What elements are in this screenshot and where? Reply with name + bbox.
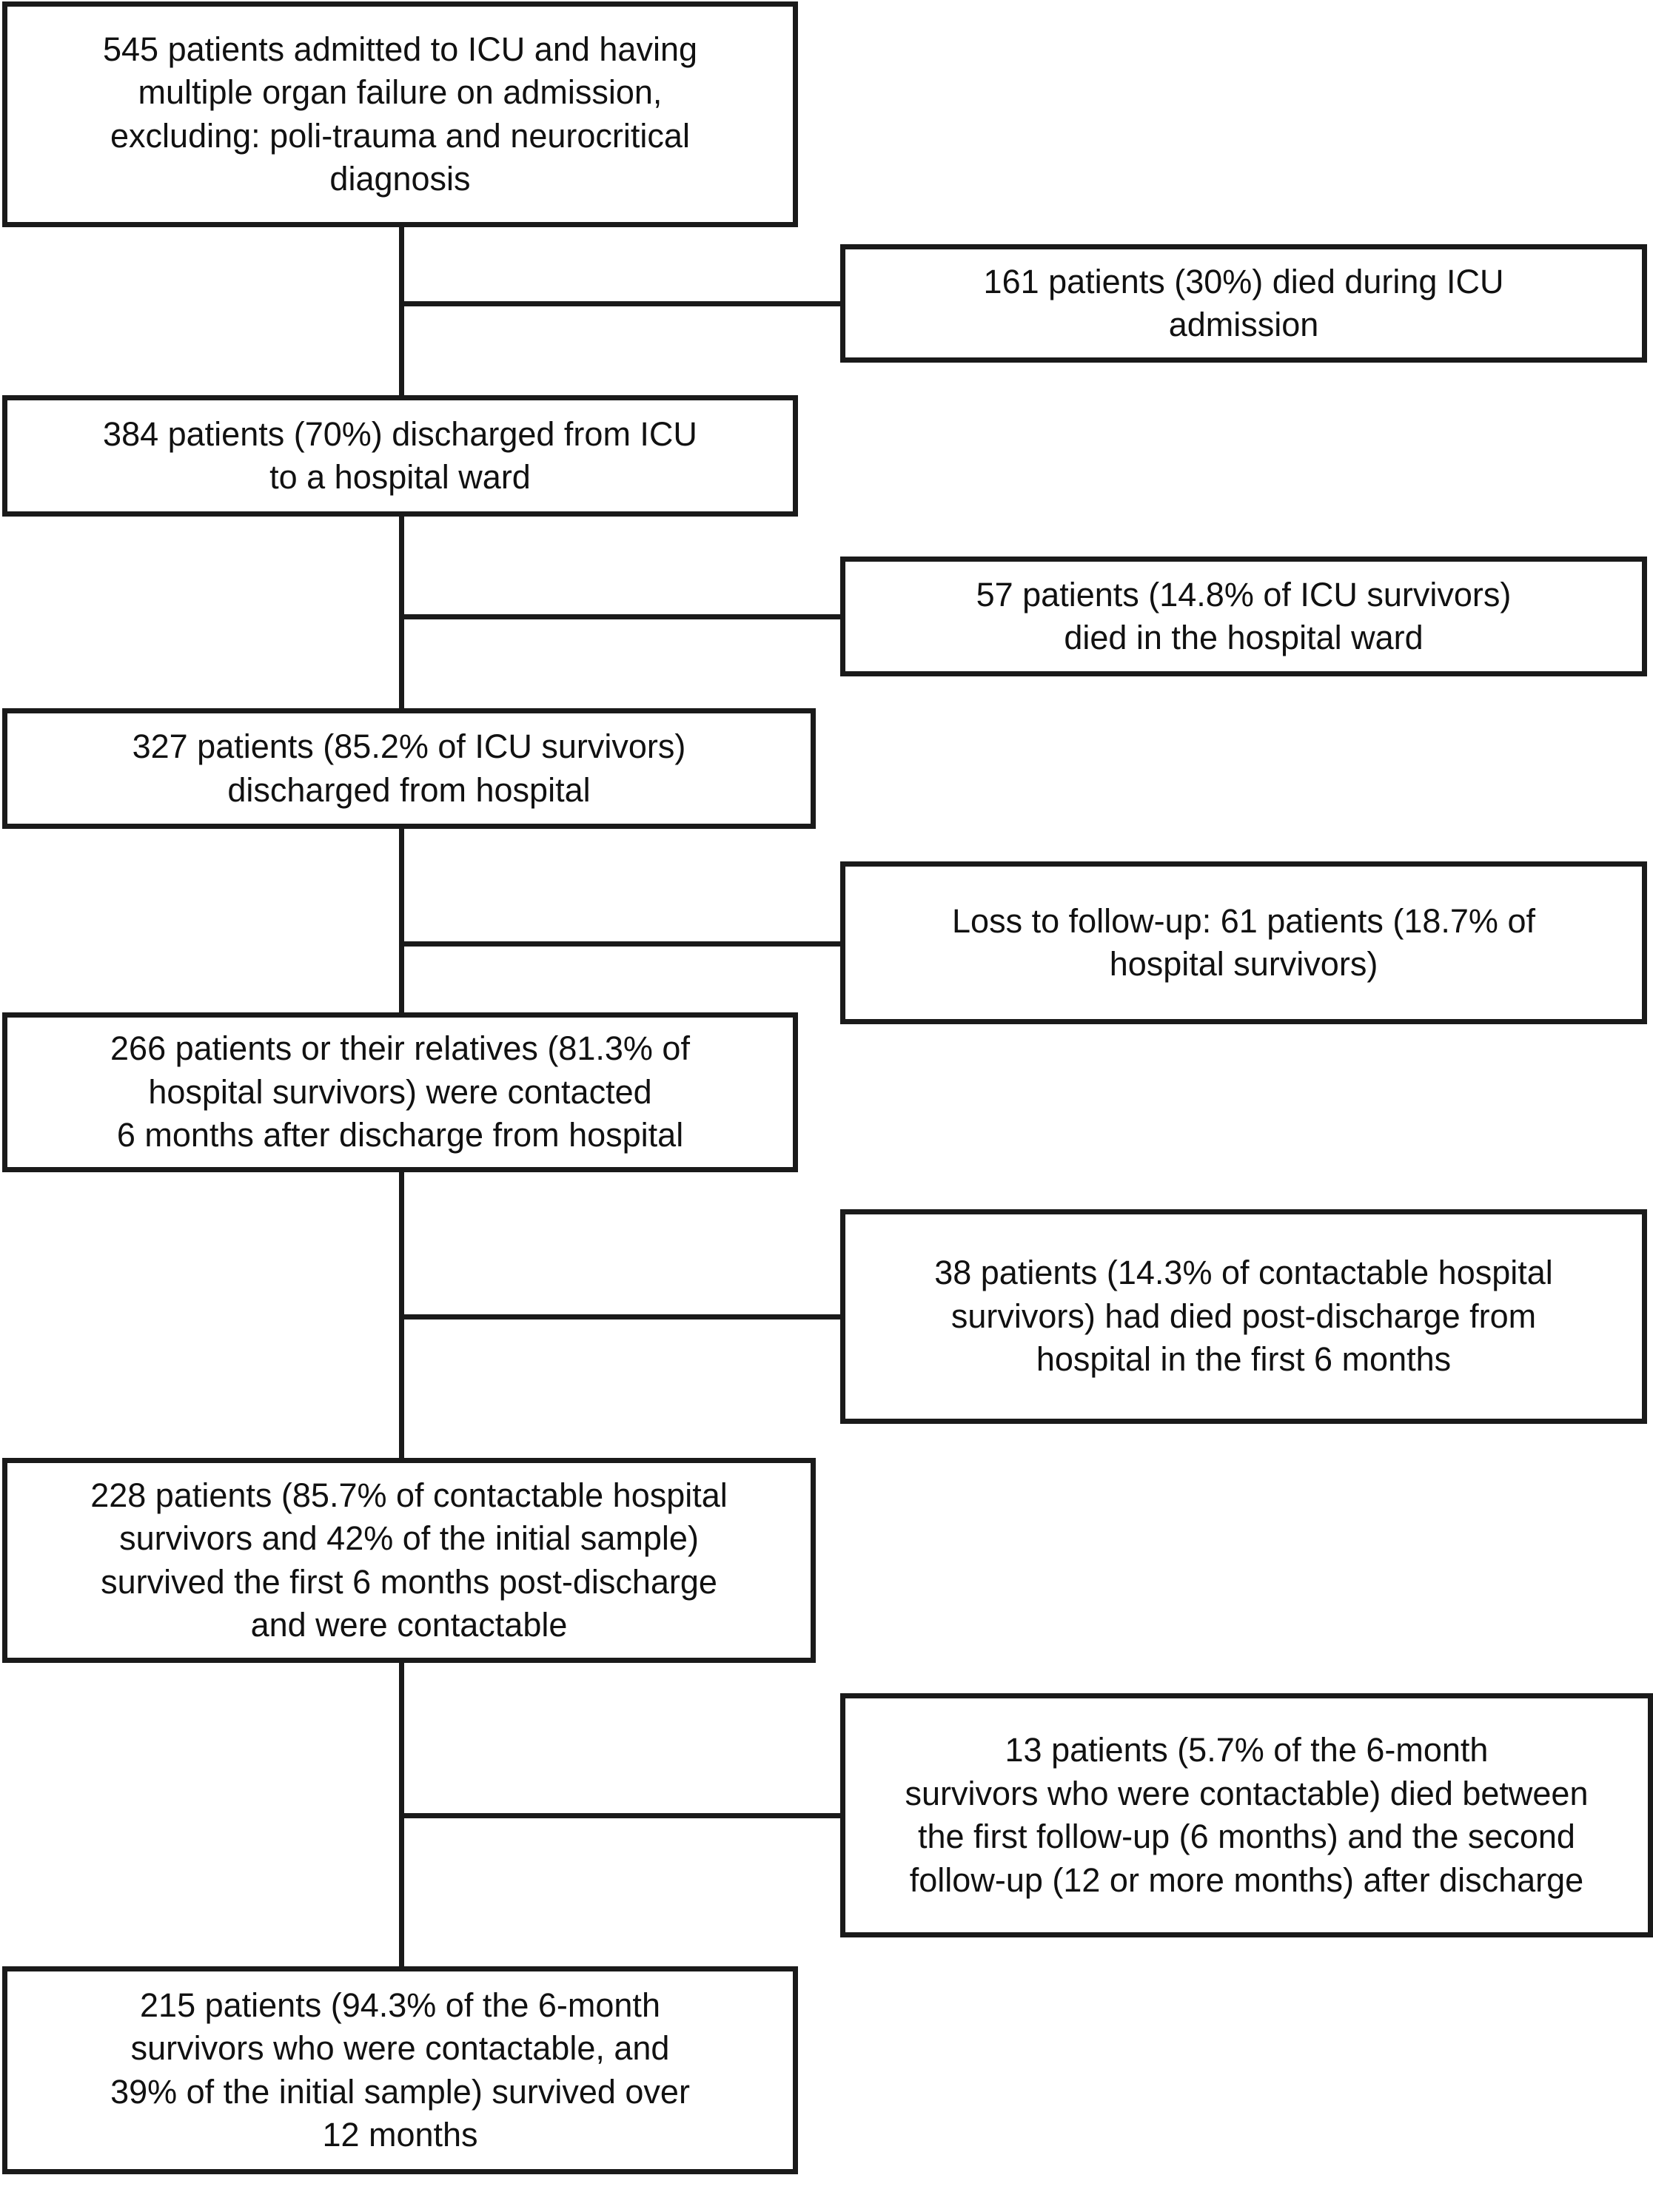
connector-vertical-hospital-to-contacted	[399, 827, 404, 1015]
flow-node-loss-followup: Loss to follow-up: 61 patients (18.7% of…	[840, 861, 1647, 1024]
connector-vertical-enrolled-to-icu	[399, 226, 404, 397]
connector-branch-died-post-discharge	[399, 1314, 843, 1320]
connector-branch-loss-followup	[399, 941, 843, 947]
flow-node-died-between-followups: 13 patients (5.7% of the 6-month survivo…	[840, 1693, 1653, 1937]
connector-branch-died-ward	[399, 614, 843, 619]
flow-node-contacted-6mo: 266 patients or their relatives (81.3% o…	[2, 1012, 798, 1172]
flow-node-survived-12mo: 215 patients (94.3% of the 6-month survi…	[2, 1966, 798, 2174]
connector-branch-died-icu	[399, 301, 843, 306]
flow-node-died-icu: 161 patients (30%) died during ICU admis…	[840, 244, 1647, 363]
flow-node-icu-discharged: 384 patients (70%) discharged from ICU t…	[2, 395, 798, 517]
connector-branch-died-between-followups	[399, 1813, 843, 1818]
flow-node-died-post-discharge: 38 patients (14.3% of contactable hospit…	[840, 1209, 1647, 1424]
flow-node-hospital-discharged: 327 patients (85.2% of ICU survivors) di…	[2, 708, 816, 829]
flow-node-survived-6mo: 228 patients (85.7% of contactable hospi…	[2, 1458, 816, 1663]
flow-node-died-ward: 57 patients (14.8% of ICU survivors) die…	[840, 557, 1647, 676]
flow-node-enrolled: 545 patients admitted to ICU and having …	[2, 1, 798, 227]
connector-vertical-icu-to-hospital	[399, 515, 404, 710]
